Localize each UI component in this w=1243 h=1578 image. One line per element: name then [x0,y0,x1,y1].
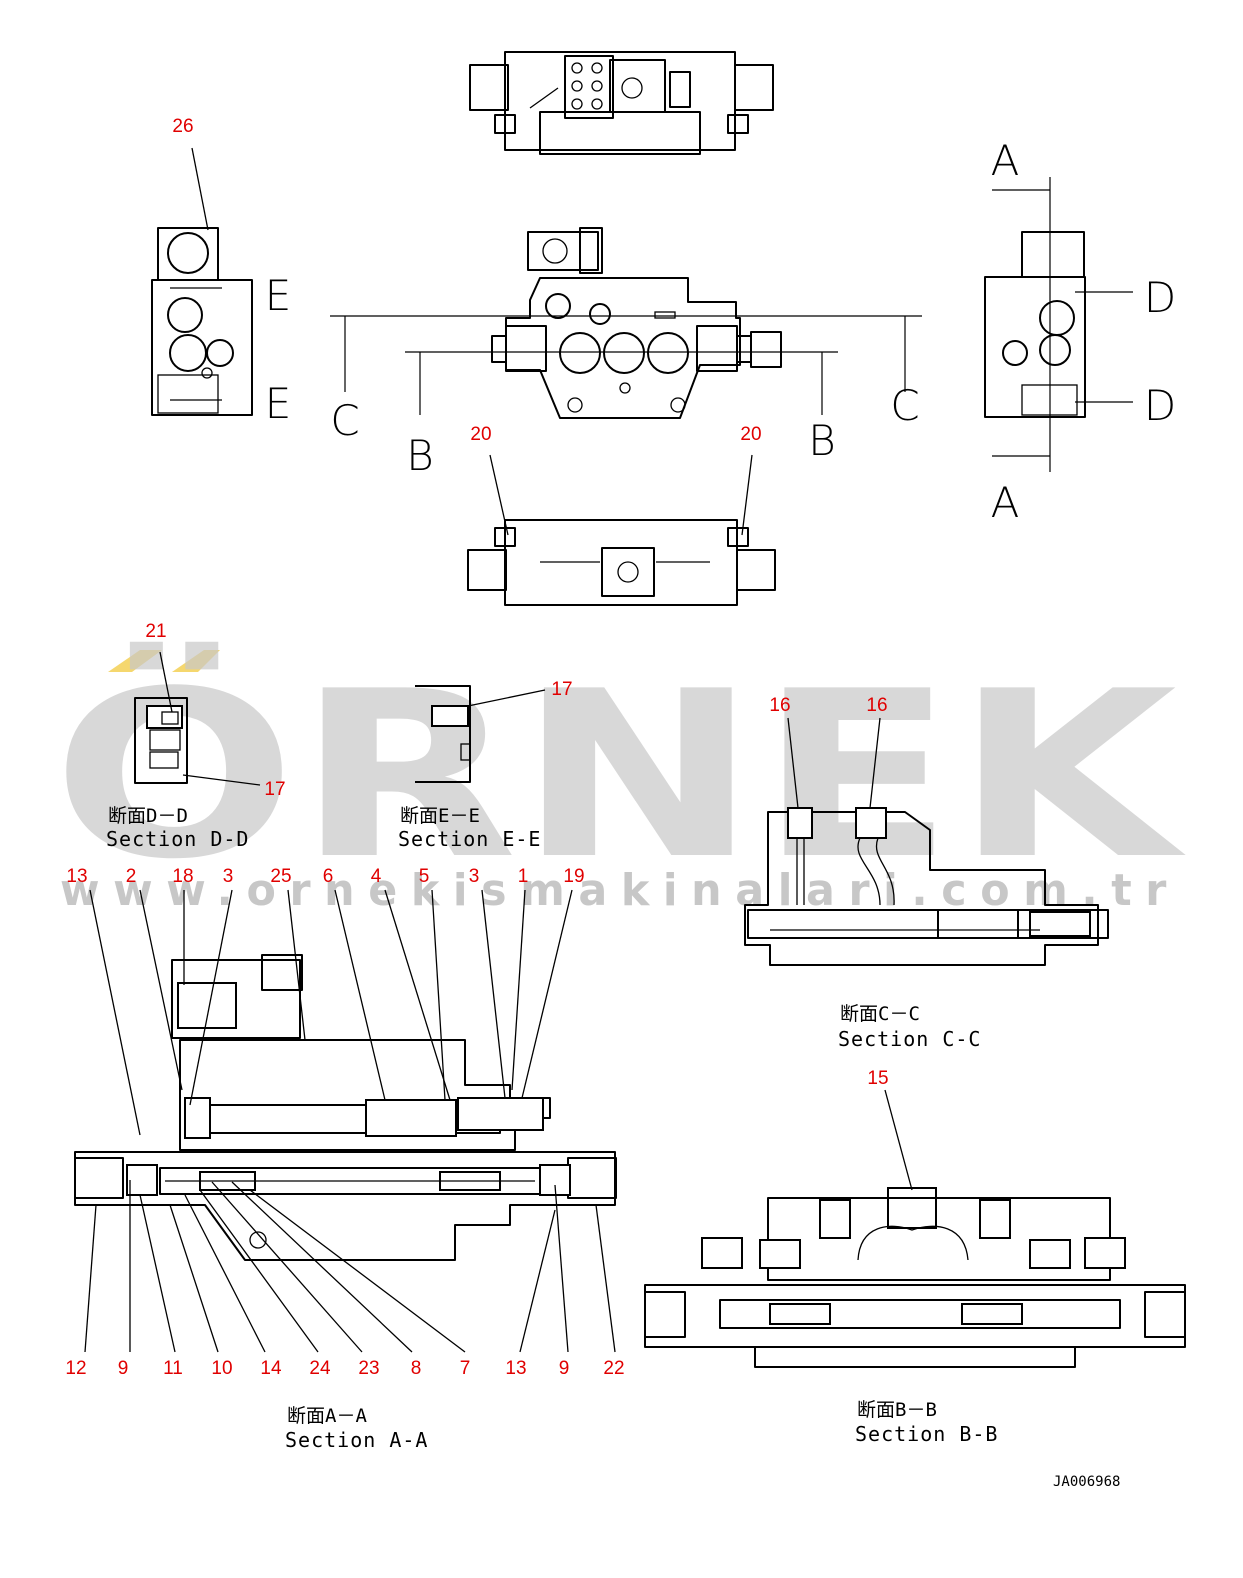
watermark-accent-left [108,650,162,672]
callout-bottom-9: 9 [118,1358,129,1379]
callout-21: 21 [145,621,166,642]
caption-aa-jp: 断面A－A [287,1405,367,1427]
callout-top-25: 25 [270,866,291,887]
mark-e-top: E [265,271,292,320]
section-ee-view [415,685,471,783]
callout-bottom-14: 14 [260,1358,282,1379]
callout-bottom-24: 24 [309,1358,331,1379]
section-cc-view [744,807,1109,966]
callout-16-right: 16 [866,695,887,716]
left-side-view [151,227,253,416]
callout-bottom-12: 12 [65,1358,86,1379]
cut-markers [170,177,1133,472]
watermark-accent-right [172,650,220,672]
callout-top-3: 3 [223,866,234,887]
caption-ee-en: Section E-E [398,827,541,851]
section-aa-view [74,954,617,1261]
callout-top-1: 1 [518,866,529,887]
mark-d-top: D [1144,273,1176,322]
caption-cc-jp: 断面C－C [840,1003,920,1025]
callout-top-18: 18 [172,866,193,887]
mark-c-left: C [330,396,359,445]
callout-bottom-8: 8 [411,1358,422,1379]
section-bb-view [644,1187,1186,1368]
callout-bottom-11: 11 [163,1358,183,1379]
callout-bottom-13: 13 [505,1358,526,1379]
section-dd-view [134,697,188,784]
caption-bb-en: Section B-B [855,1422,998,1446]
callout-15: 15 [867,1068,888,1089]
mark-e-bottom: E [265,379,292,428]
mark-b-left: B [406,431,434,480]
callout-top-6: 6 [323,866,334,887]
watermark: ÖRNEK www.ornekismakinalari.com.tr [52,641,1187,916]
callout-16-left: 16 [769,695,790,716]
mark-a-bottom: A [991,478,1020,527]
watermark-logo: ÖRNEK [52,641,1187,910]
caption-aa-en: Section A-A [285,1428,428,1452]
top-view [469,51,774,155]
section-letters: A A D D E E C C B B [265,136,1176,527]
callout-bottom-10: 10 [211,1358,232,1379]
callout-26: 26 [172,116,193,137]
callout-bottom-22: 22 [603,1358,624,1379]
callout-top-13: 13 [66,866,87,887]
callout-17-ee: 17 [551,679,572,700]
caption-dd-en: Section D-D [106,827,249,851]
front-view [491,227,782,419]
right-side-view [984,231,1086,418]
callout-top-5: 5 [419,866,430,887]
leader-lines [84,147,913,1353]
mark-a-top: A [991,136,1020,185]
callout-top-2: 2 [126,866,137,887]
caption-dd-jp: 断面D－D [108,805,188,827]
caption-bb-jp: 断面B－B [857,1399,937,1421]
callout-top-3b: 3 [469,866,480,887]
callouts: 26 20 20 21 17 17 16 16 15 13 2 18 3 25 … [65,116,888,1379]
section-captions: 断面D－D Section D-D 断面E－E Section E-E 断面C－… [106,805,998,1452]
mark-d-bottom: D [1144,381,1176,430]
callout-17-dd: 17 [264,779,285,800]
mark-b-right: B [808,416,836,465]
caption-cc-en: Section C-C [838,1027,981,1051]
callout-top-4: 4 [371,866,382,887]
callout-bottom-9b: 9 [559,1358,570,1379]
callout-20-right: 20 [740,424,761,445]
callout-bottom-23: 23 [358,1358,379,1379]
callout-top-19: 19 [563,866,584,887]
callout-bottom-7: 7 [460,1358,471,1379]
bottom-view [467,519,776,606]
caption-ee-jp: 断面E－E [400,805,480,827]
watermark-url: www.ornekismakinalari.com.tr [60,865,1180,916]
drawing-id: JA006968 [1053,1474,1120,1490]
mark-c-right: C [890,381,919,430]
callout-20-left: 20 [470,424,491,445]
